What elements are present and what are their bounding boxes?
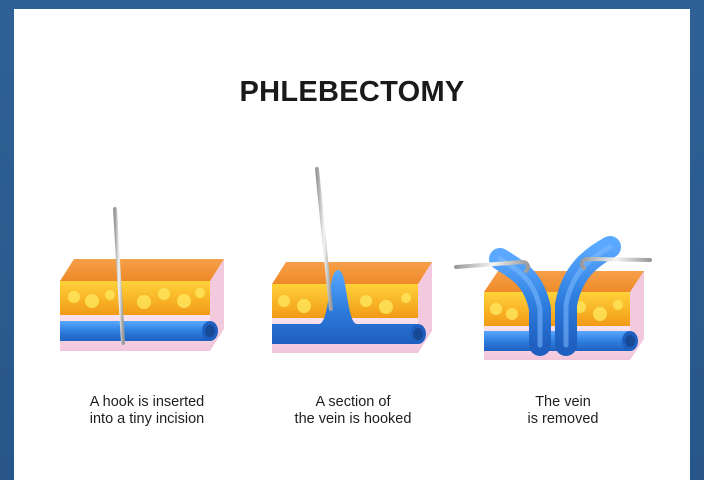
step-3-skin-block xyxy=(456,247,650,360)
step-2-caption-line2: the vein is hooked xyxy=(258,411,448,428)
step-1-caption-line1: A hook is inserted xyxy=(52,394,242,411)
step-3-caption-line2: is removed xyxy=(468,411,658,428)
step-2-skin-block xyxy=(272,169,432,353)
diagram-card: PHLEBECTOMY xyxy=(14,9,690,480)
step-2-caption-line1: A section of xyxy=(258,394,448,411)
step-2-caption: A section of the vein is hooked xyxy=(258,394,448,428)
step-3-caption-line1: The vein xyxy=(468,394,658,411)
step-1-skin-block xyxy=(60,209,224,351)
step-1-caption: A hook is inserted into a tiny incision xyxy=(52,394,242,428)
step-3-caption: The vein is removed xyxy=(468,394,658,428)
step-1-caption-line2: into a tiny incision xyxy=(52,411,242,428)
